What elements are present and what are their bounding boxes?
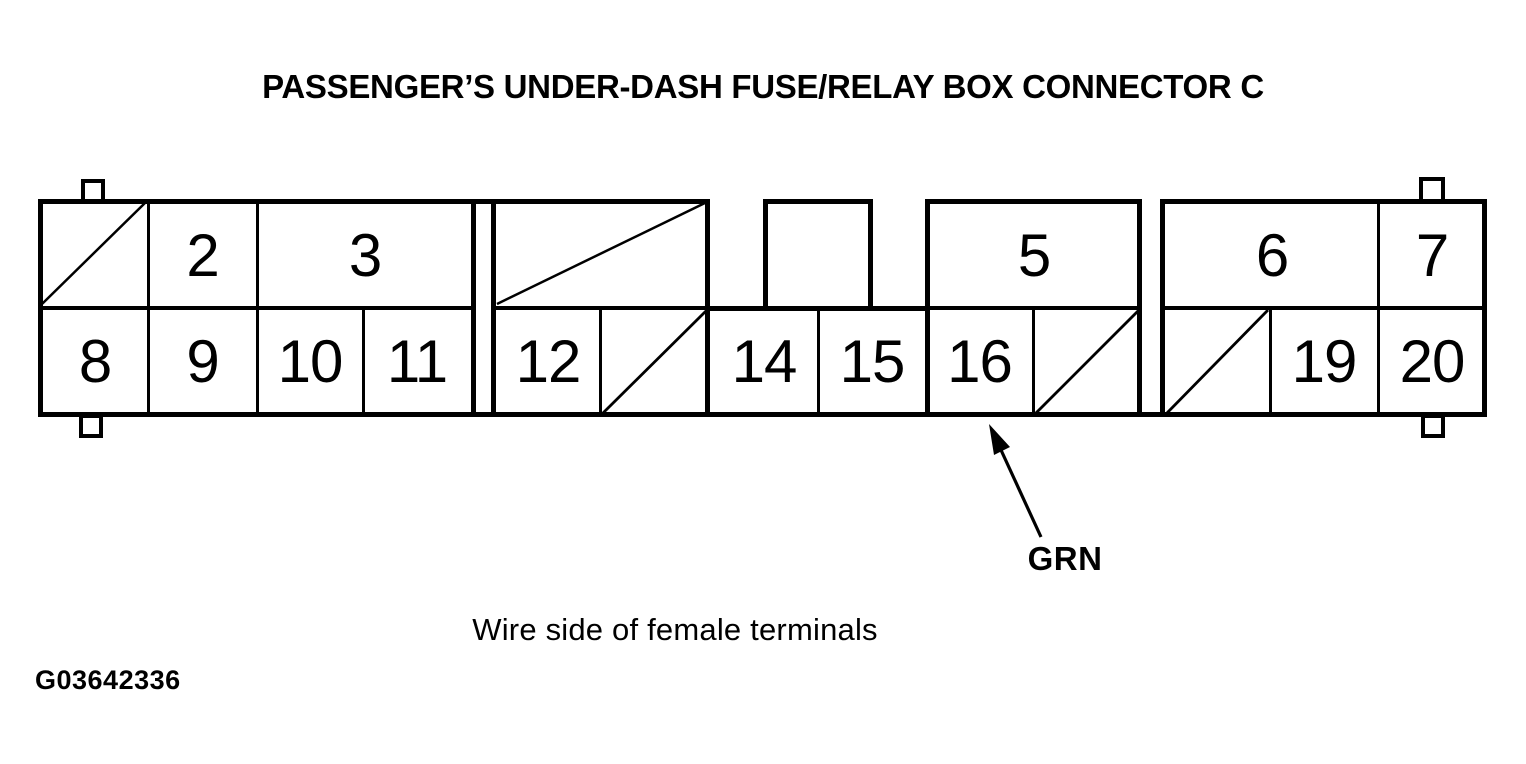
grn-arrowhead-icon [989, 424, 1010, 455]
cell-10: 10 [277, 328, 344, 395]
cell-divider-top-6-7 [1377, 199, 1380, 310]
blocked-cell-diagonal-pos17 [1034, 309, 1140, 415]
slot-divider-1-left [471, 199, 476, 417]
cell-divider-bottom-10-11 [362, 306, 365, 417]
cell-19: 19 [1291, 328, 1358, 395]
cell-divider-bottom-12-13 [599, 306, 602, 417]
row-divider-block-a [38, 306, 473, 310]
wire-color-label: GRN [1027, 540, 1103, 577]
cell-20: 20 [1399, 328, 1466, 395]
slot-divider-1-right [491, 199, 496, 417]
grn-arrow-line [999, 449, 1043, 538]
connector-top-edge-segment5 [925, 199, 1142, 204]
blocked-cell-diagonal-pos1 [41, 200, 148, 305]
cell-15: 15 [839, 328, 906, 395]
cell-divider-bottom-18-19 [1269, 306, 1272, 417]
blocked-cell-diagonal-pos18 [1165, 309, 1269, 415]
mounting-tab-top-right [1419, 177, 1445, 203]
blocked-cell-diagonal-pos4 [496, 200, 708, 306]
segment-d-left-edge [925, 199, 930, 417]
cell-divider-top-2-3 [256, 199, 259, 310]
connector-left-edge [38, 199, 43, 417]
cell-16: 16 [947, 328, 1013, 395]
connector-top-edge-right [1163, 199, 1487, 204]
connector-top-edge-center-box [763, 199, 873, 204]
cell-9: 9 [186, 328, 219, 395]
connector-bottom-edge [38, 412, 1487, 417]
cell-3: 3 [348, 221, 382, 289]
slot-divider-2-left [1137, 199, 1142, 417]
blocked-cell-diagonal-pos13 [601, 308, 709, 415]
cell-divider-bottom-16-17 [1032, 306, 1035, 417]
cell-divider-bottom-9-10 [256, 306, 259, 417]
diagram-caption: Wire side of female terminals [472, 612, 878, 647]
cell-7: 7 [1415, 221, 1449, 289]
cell-5: 5 [1017, 221, 1051, 289]
row-divider-block-b [495, 306, 710, 310]
cell-12: 12 [515, 328, 582, 395]
cell-divider-bottom-19-20 [1377, 306, 1380, 417]
center-box-right-edge [868, 199, 873, 311]
cell-11: 11 [386, 328, 448, 395]
cell-divider-top-1-2 [147, 199, 150, 310]
slot-divider-2-right [1160, 199, 1165, 417]
center-box-left-edge [763, 199, 768, 311]
connector-right-edge [1482, 199, 1487, 417]
cell-8: 8 [78, 328, 112, 395]
mounting-tab-bottom-right [1421, 414, 1445, 438]
row-divider-block-e [1163, 306, 1487, 310]
cell-divider-bottom-14-15 [817, 306, 820, 417]
cell-divider-bottom-8-9 [147, 306, 150, 417]
figure-id: G03642336 [35, 665, 181, 695]
segment-b-right-edge [705, 199, 710, 417]
diagram-title: PASSENGER’S UNDER-DASH FUSE/RELAY BOX CO… [262, 68, 1264, 105]
cell-6: 6 [1255, 221, 1289, 289]
connector-top-edge-left [38, 199, 710, 204]
mounting-tab-bottom-left [79, 414, 103, 438]
cell-2: 2 [186, 221, 219, 289]
cell-14: 14 [731, 328, 798, 395]
